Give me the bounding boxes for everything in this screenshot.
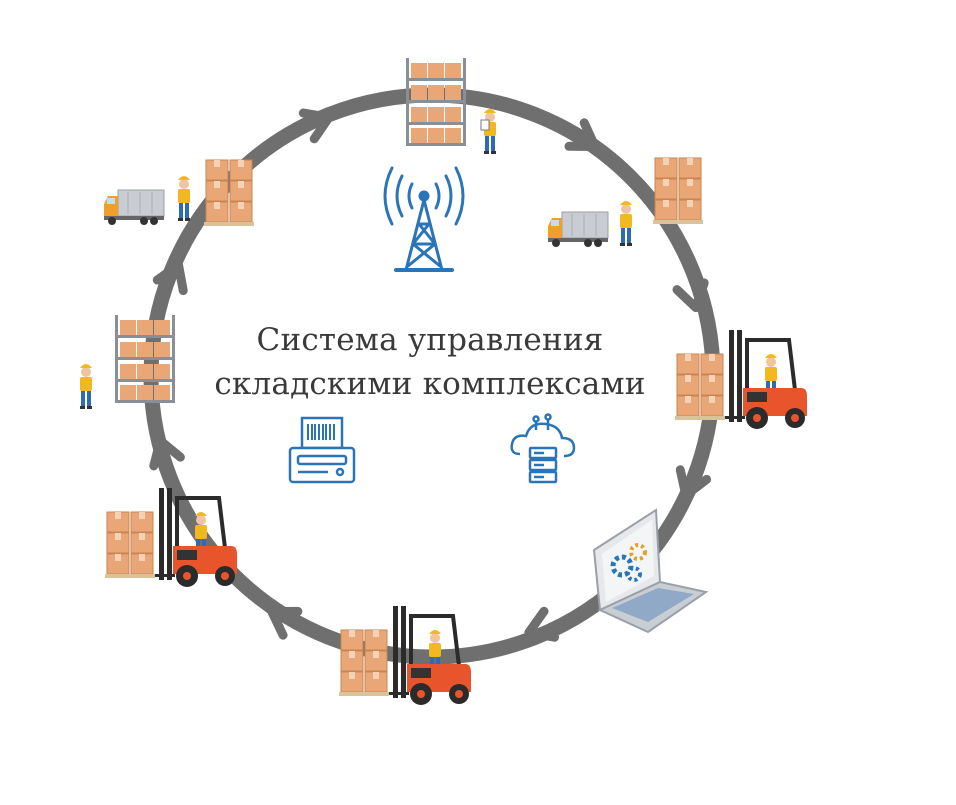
diagram-title: Система управления складскими комплексам…	[200, 318, 660, 406]
title-line-2: складскими комплексами	[214, 366, 646, 402]
forklift-icon	[675, 330, 807, 429]
laptop-gears-icon	[592, 508, 709, 634]
title-line-1: Система управления	[256, 322, 604, 358]
truck-loading-icon	[103, 160, 254, 226]
label-printer-icon	[288, 416, 356, 484]
forklift-icon	[105, 488, 237, 587]
warehouse-rack-worker-icon	[80, 315, 175, 409]
warehouse-rack-worker-icon	[406, 58, 496, 154]
radio-tower-icon	[383, 166, 465, 272]
cloud-server-icon	[510, 413, 576, 484]
